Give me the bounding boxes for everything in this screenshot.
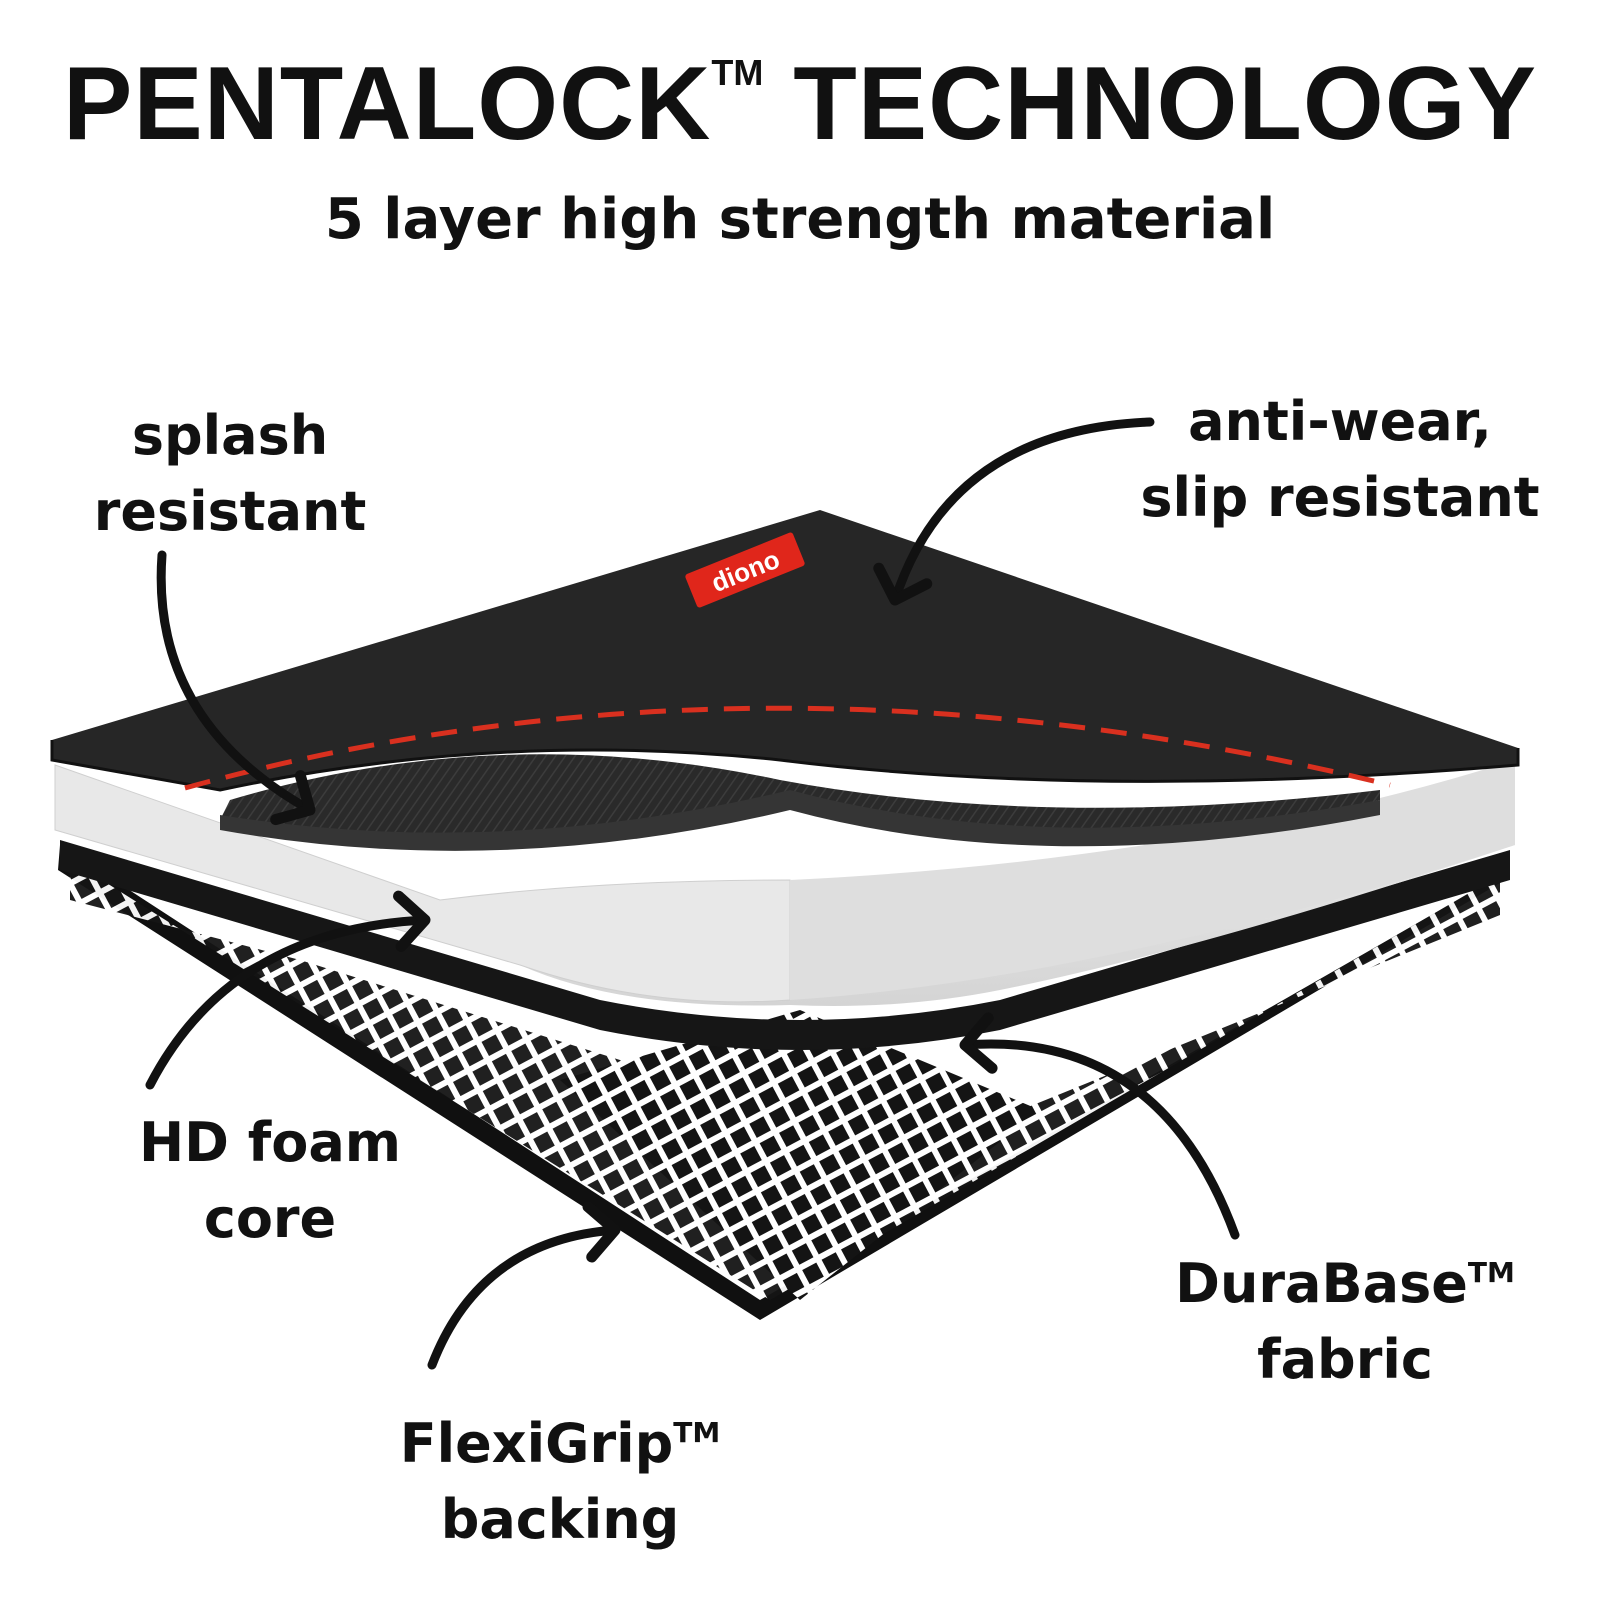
arrow-splash-resistant: [156, 550, 316, 826]
title-brand: PENTALOCK: [62, 46, 712, 162]
arrow-flexigrip: [427, 1201, 621, 1370]
flexigrip-lower-grid: [560, 1010, 1040, 1300]
label-hd-foam-core: HD foam core: [138, 1111, 402, 1250]
label-durabase-fabric: DuraBaseTM fabric: [1175, 1252, 1515, 1391]
peeled-top-layer-edge: [220, 790, 1380, 851]
label-flexigrip-backing: FlexiGripTM backing: [399, 1412, 721, 1551]
arrow-anti-wear: [873, 417, 1155, 606]
page-subtitle: 5 layer high strength material: [324, 187, 1276, 252]
mat-top-surface: [52, 510, 1518, 790]
label-splash-resistant: splash resistant: [93, 404, 367, 543]
mat-top-edge: [50, 740, 1520, 792]
page-title: PENTALOCKTM TECHNOLOGY: [0, 52, 1600, 156]
arrow-durabase: [959, 1012, 1240, 1240]
title-rest: TECHNOLOGY: [793, 46, 1538, 162]
durabase-fabric-layer: [60, 840, 1510, 1050]
title-trademark: TM: [711, 52, 764, 93]
label-anti-wear: anti-wear, slip resistant: [1140, 390, 1540, 529]
red-stitching: [184, 705, 1391, 791]
arrow-hd-foam: [145, 890, 431, 1090]
